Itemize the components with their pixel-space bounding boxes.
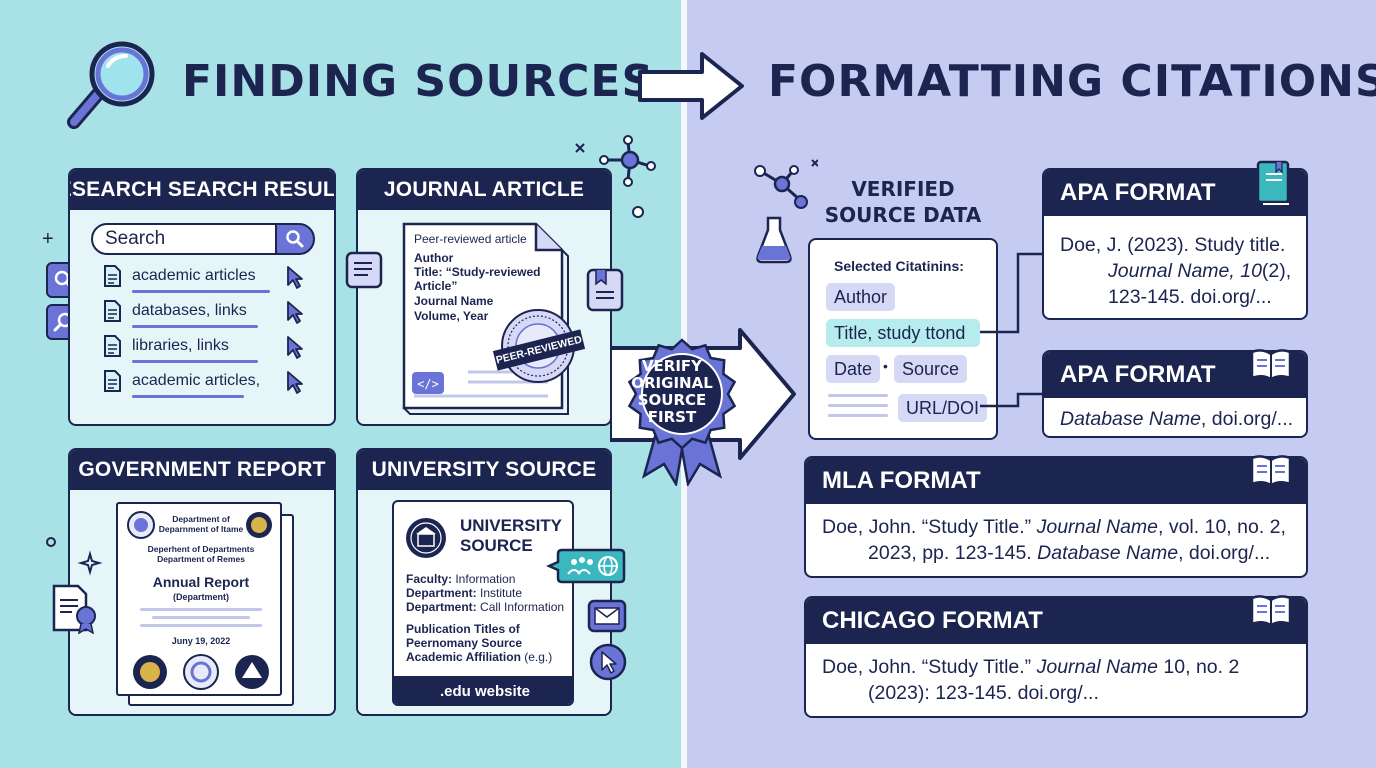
search-button[interactable] bbox=[275, 223, 315, 255]
selected-citations-label: Selected Citatinins: bbox=[834, 258, 964, 274]
title-tag[interactable]: Title, study ttond bbox=[826, 319, 980, 347]
cursor-icon bbox=[287, 301, 303, 324]
url-doi-tag[interactable]: URL/DOI bbox=[898, 394, 988, 422]
citation-line: Doe, J. (2023). Study title. bbox=[1060, 234, 1286, 256]
author-tag[interactable]: Author bbox=[826, 283, 896, 311]
panel-header: JOURNAL ARTICLE bbox=[358, 170, 610, 210]
university-document: UNIVERSITY SOURCE Faculty: Information D… bbox=[392, 500, 574, 706]
publication-line: Peernomany Source bbox=[406, 636, 523, 650]
journal-line: Peer-reviewed article bbox=[414, 232, 527, 246]
dept-line: Department of bbox=[172, 514, 230, 524]
university-info-row: Department: Call Information bbox=[406, 600, 565, 614]
chicago-citation-card: CHICAGO FORMAT Doe, John. “Study Title.”… bbox=[804, 596, 1308, 718]
document-icon bbox=[104, 370, 121, 392]
search-result-label: libraries, links bbox=[132, 337, 229, 354]
verify-badge-text: VERIFY ORIGINAL SOURCE FIRST bbox=[631, 357, 713, 426]
edu-website-footer: .edu website bbox=[394, 676, 572, 704]
connector-lines bbox=[980, 252, 1044, 408]
publication-line: Publication Titles of bbox=[406, 622, 520, 636]
flask-molecule-icon bbox=[754, 159, 818, 264]
search-icon bbox=[286, 230, 304, 248]
citation-line: (2023): 123-145. doi.org/... bbox=[868, 682, 1099, 704]
panel-header: UNIVERSITY SOURCE bbox=[358, 450, 610, 490]
document-icon bbox=[104, 335, 121, 357]
mla-citation-card: MLA FORMAT Doe, John. “Study Title.” Jou… bbox=[804, 456, 1308, 578]
svg-text:</>: </> bbox=[417, 377, 439, 391]
journal-line: Volume, Year bbox=[414, 309, 489, 323]
separator-dot: • bbox=[883, 358, 888, 374]
verify-badge-arrow bbox=[610, 328, 796, 486]
citation-line: Doe, John. “Study Title.” Journal Name, … bbox=[822, 516, 1286, 538]
citation-line: Doe, John. “Study Title.” Journal Name 1… bbox=[822, 656, 1240, 678]
verified-source-title: VERIFIED SOURCE DATA bbox=[824, 177, 982, 227]
mail-icon bbox=[587, 599, 627, 633]
citation-line: 123-145. doi.org/... bbox=[1108, 286, 1272, 308]
cursor-icon bbox=[287, 266, 303, 289]
magnifier-icon bbox=[67, 41, 155, 129]
seal-icon bbox=[127, 511, 155, 539]
title-finding-sources: FINDING SOURCES bbox=[182, 56, 655, 107]
open-book-icon bbox=[1250, 455, 1292, 487]
journal-line: Journal Name bbox=[414, 294, 494, 308]
citation-header: MLA FORMAT bbox=[806, 458, 1306, 504]
journal-line: Title: “Study-reviewed bbox=[414, 265, 541, 279]
search-input[interactable]: Search bbox=[91, 223, 277, 255]
university-title: UNIVERSITY bbox=[460, 516, 563, 535]
open-book-icon bbox=[1250, 595, 1292, 627]
search-result-label: databases, links bbox=[132, 302, 247, 319]
cursor-icon bbox=[287, 371, 303, 394]
report-subtitle: (Department) bbox=[172, 592, 229, 602]
university-seal-icon bbox=[406, 518, 446, 558]
university-info-row: Department: Institute bbox=[406, 586, 523, 600]
university-source-panel: UNIVERSITY SOURCE UNIVERSITY SOURCE Facu… bbox=[356, 448, 612, 716]
government-report-panel: GOVERNMENT REPORT Department of Deparnme… bbox=[68, 448, 336, 716]
report-sheet: Department of Deparnment of Itame Deperh… bbox=[116, 502, 282, 696]
citation-line: 2023, pp. 123-145. Database Name, doi.or… bbox=[868, 542, 1271, 564]
chat-network-icon bbox=[546, 548, 626, 584]
right-arrow-icon bbox=[638, 52, 744, 120]
search-result-row[interactable]: databases, links bbox=[102, 297, 303, 328]
document-icon bbox=[104, 300, 121, 322]
search-result-row[interactable]: academic articles, bbox=[102, 367, 303, 398]
panel-header: GOVERNMENT REPORT bbox=[70, 450, 334, 490]
date-tag[interactable]: Date bbox=[826, 355, 881, 383]
search-result-label: academic articles bbox=[132, 267, 256, 284]
bookmark-note-icon bbox=[586, 268, 624, 312]
university-info-row: Faculty: Information bbox=[406, 572, 516, 586]
certificate-icon bbox=[46, 537, 103, 634]
report-title: Annual Report bbox=[152, 574, 250, 590]
citation-line: Database Name, doi.org/... bbox=[1060, 408, 1294, 430]
dept-line: Deparnment of Itame bbox=[158, 524, 244, 534]
title-formatting-citations: FORMATTING CITATIONS bbox=[768, 56, 1376, 107]
molecule-icon bbox=[575, 135, 656, 218]
document-icon bbox=[104, 265, 121, 287]
university-title: SOURCE bbox=[460, 536, 533, 555]
search-result-row[interactable]: libraries, links bbox=[102, 332, 303, 363]
report-date: Juny 19, 2022 bbox=[171, 636, 231, 646]
journal-line: Author bbox=[414, 251, 454, 265]
seal-icon bbox=[246, 512, 272, 538]
cursor-icon bbox=[287, 336, 303, 359]
search-result-row[interactable]: academic articles bbox=[102, 262, 303, 293]
panel-header: RESEARCH SEARCH RESULTS bbox=[70, 170, 334, 210]
cursor-button-icon bbox=[589, 643, 627, 681]
citation-header: CHICAGO FORMAT bbox=[806, 598, 1306, 644]
journal-line: Article” bbox=[414, 279, 458, 293]
book-icon bbox=[1256, 160, 1291, 207]
source-tag[interactable]: Source bbox=[894, 355, 968, 383]
dept-line: Deperhent of Departments bbox=[147, 544, 255, 554]
dept-line: Department of Remes bbox=[157, 554, 245, 564]
plus-decoration: + bbox=[42, 228, 54, 250]
citation-line: Journal Name, 10(2), bbox=[1108, 260, 1292, 282]
apa-citation-card: APA FORMAT Doe, J. (2023). Study title. … bbox=[1042, 168, 1308, 320]
publication-line: Academic Affiliation (e.g.) bbox=[406, 650, 553, 664]
verified-source-card: Selected Citatinins: Author Title, study… bbox=[808, 238, 998, 440]
search-results-panel: RESEARCH SEARCH RESULTS Search academic … bbox=[68, 168, 336, 426]
search-result-label: academic articles, bbox=[132, 372, 261, 389]
open-book-icon bbox=[1250, 349, 1292, 381]
agency-seals-icon bbox=[133, 654, 269, 690]
journal-article-panel: JOURNAL ARTICLE </> Peer-reviewed articl… bbox=[356, 168, 612, 426]
note-icon bbox=[345, 251, 383, 289]
